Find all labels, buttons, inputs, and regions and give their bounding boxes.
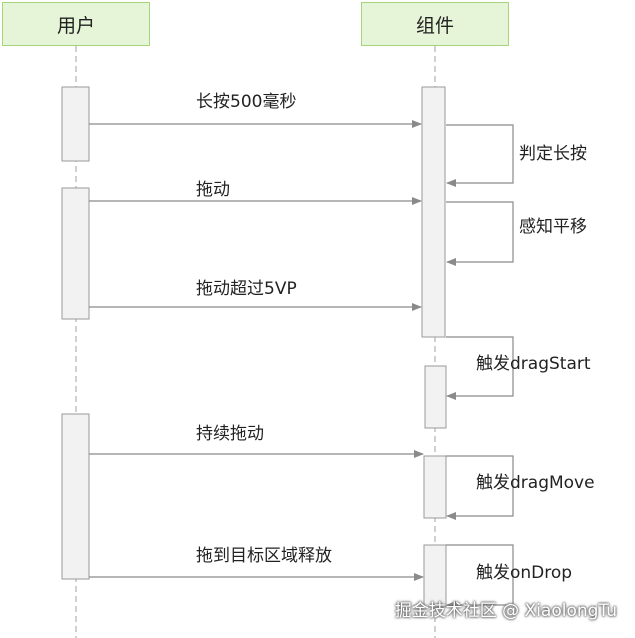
self-drag-move-label: 触发dragMove bbox=[476, 473, 595, 493]
self-drag-start-label: 触发dragStart bbox=[476, 354, 591, 374]
actor-user: 用户 bbox=[2, 2, 150, 46]
self-drag-move-arrow bbox=[446, 455, 514, 520]
actor-component: 组件 bbox=[361, 2, 509, 46]
self-drag-start-arrow bbox=[446, 336, 514, 400]
activation-component-4 bbox=[423, 544, 447, 608]
activation-user-3 bbox=[61, 413, 90, 580]
msg-drop-label: 拖到目标区域释放 bbox=[196, 546, 332, 566]
activation-user-1 bbox=[61, 86, 90, 162]
actor-component-label: 组件 bbox=[415, 14, 454, 37]
msg-keep-drag-label: 持续拖动 bbox=[196, 424, 264, 444]
self-judge-arrow bbox=[446, 124, 514, 187]
activation-component-3 bbox=[423, 455, 447, 519]
watermark: 掘金技术社区 @ XiaolongTu bbox=[394, 601, 617, 621]
msg-drag-label: 拖动 bbox=[196, 180, 230, 200]
self-judge-label: 判定长按 bbox=[519, 144, 587, 164]
self-sense-label: 感知平移 bbox=[519, 217, 587, 237]
self-on-drop-arrow bbox=[446, 544, 514, 609]
activation-component-2 bbox=[424, 365, 447, 429]
msg-drag-over-label: 拖动超过5VP bbox=[196, 279, 297, 299]
self-sense-arrow bbox=[446, 201, 514, 266]
msg-long-press-label: 长按500毫秒 bbox=[196, 92, 297, 112]
actor-user-label: 用户 bbox=[56, 14, 95, 37]
self-on-drop-label: 触发onDrop bbox=[476, 563, 573, 583]
activation-user-2 bbox=[61, 187, 90, 320]
activation-component-1 bbox=[421, 86, 446, 338]
